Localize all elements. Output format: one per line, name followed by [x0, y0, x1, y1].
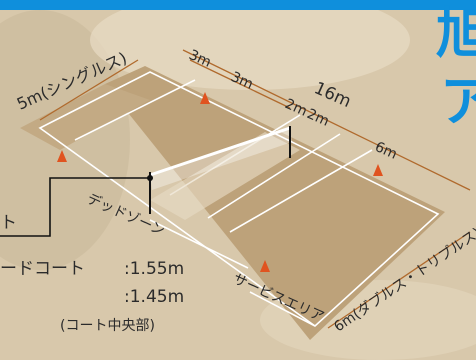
label-height-1: :1.55m	[124, 259, 184, 279]
court-left-extension	[20, 84, 150, 150]
label-center-note: (コート中央部)	[60, 318, 155, 334]
cone-left	[57, 150, 67, 162]
cone-top	[200, 92, 210, 104]
big-heading-glyph-2: ア	[440, 70, 476, 133]
net-callout-line	[0, 177, 150, 237]
sand-highlight	[90, 0, 410, 90]
label-height-2: :1.45m	[124, 287, 184, 307]
dimension-lines	[39, 49, 471, 329]
label-clipped-net: ト	[0, 213, 17, 233]
top-blue-bar	[0, 0, 476, 10]
big-heading-glyph-1: 旭	[436, 2, 476, 65]
court-surface	[105, 66, 445, 340]
dead-zone-band	[150, 132, 300, 220]
cone-right	[373, 164, 383, 176]
cone-bottom	[260, 260, 270, 272]
net-callout-dot	[147, 175, 153, 181]
label-hard-court: ードコート	[0, 259, 85, 279]
cones	[57, 92, 383, 272]
